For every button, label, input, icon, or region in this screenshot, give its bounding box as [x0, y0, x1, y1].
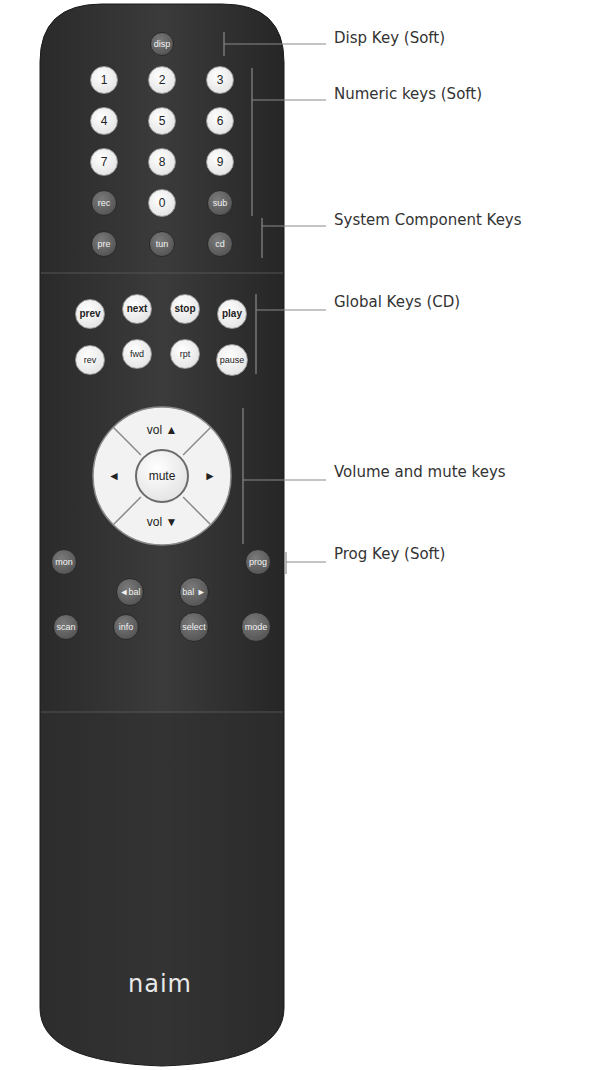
global-key: play [217, 299, 247, 329]
leader-line [224, 43, 326, 44]
key-label: mute [149, 470, 176, 482]
key-label: 7 [101, 156, 108, 168]
bracket [242, 408, 243, 544]
bracket [251, 68, 252, 216]
volume-key-label: ► [204, 469, 216, 483]
leader-tick [285, 552, 286, 574]
key-label: info [119, 623, 134, 632]
key-label: sub [213, 199, 228, 208]
key-label: 3 [217, 74, 224, 86]
global-key: next [122, 294, 152, 324]
remote-body [40, 4, 284, 1066]
balance-key: ◄bal [116, 578, 144, 606]
numeric-key: 0 [148, 189, 176, 217]
mute-key: mute [135, 449, 189, 503]
numeric-key: 7 [90, 148, 118, 176]
key-label: stop [174, 304, 195, 314]
panel-divider [41, 712, 283, 713]
key-label: prev [79, 309, 100, 319]
key-label: 5 [159, 115, 166, 127]
global-key: prev [75, 299, 105, 329]
key-label: cd [215, 240, 225, 249]
key-label: 8 [159, 156, 166, 168]
key-label: 2 [159, 74, 166, 86]
volume-pad: vol ▲ ◄ ► vol ▼ mute [92, 406, 232, 546]
global-key: rev [75, 345, 105, 375]
numeric-key: 4 [90, 107, 118, 135]
key-label: prog [249, 558, 267, 567]
lower-panel-shade [41, 713, 283, 1065]
key-label: mon [55, 558, 73, 567]
function-key: mon [51, 549, 77, 575]
prog-key: prog [245, 549, 271, 575]
numeric-key: 9 [206, 148, 234, 176]
key-label: scan [56, 623, 75, 632]
key-label: pause [220, 356, 245, 365]
key-label: 1 [101, 74, 108, 86]
key-label: select [182, 623, 206, 632]
global-key: stop [170, 294, 200, 324]
key-label: bal ► [182, 588, 205, 597]
callout-label: Global Keys (CD) [334, 293, 460, 311]
key-label: 6 [217, 115, 224, 127]
callout-label: Disp Key (Soft) [334, 29, 445, 47]
panel-divider [41, 273, 283, 274]
function-key: select [179, 612, 209, 642]
key-label: pre [97, 240, 110, 249]
numeric-key: 6 [206, 107, 234, 135]
key-label: fwd [130, 350, 144, 359]
leader-line [252, 99, 326, 100]
key-label: rpt [180, 350, 191, 359]
bracket [255, 294, 256, 374]
bracket [261, 218, 262, 258]
key-label: tun [156, 240, 169, 249]
disp-key: disp [150, 32, 174, 56]
numeric-key: 5 [148, 107, 176, 135]
system-key: sub [207, 190, 233, 216]
callout-label: Volume and mute keys [334, 463, 506, 481]
system-key: tun [149, 231, 175, 257]
global-key: fwd [122, 339, 152, 369]
remote-body: naim disp 1 2 3 4 5 6 7 8 9 rec 0 sub pre tun cd prev next… [40, 4, 284, 1066]
system-key: cd [207, 231, 233, 257]
leader-line [262, 225, 326, 226]
key-label: next [127, 304, 148, 314]
numeric-key: 1 [90, 66, 118, 94]
key-label: play [222, 309, 242, 319]
key-label: rev [84, 356, 97, 365]
key-label: rec [98, 199, 111, 208]
callout-label: Numeric keys (Soft) [334, 85, 482, 103]
leader-line [243, 479, 326, 480]
global-key: pause [216, 344, 248, 376]
volume-key-label: vol ▼ [147, 515, 178, 529]
system-key: rec [91, 190, 117, 216]
key-label: mode [245, 623, 268, 632]
key-label: 0 [159, 197, 166, 209]
key-label: 4 [101, 115, 108, 127]
balance-key: bal ► [179, 577, 209, 607]
volume-key-label: vol ▲ [147, 423, 178, 437]
brand-logo: naim [128, 970, 192, 998]
key-label: disp [154, 40, 171, 49]
global-key: rpt [170, 339, 200, 369]
numeric-key: 2 [148, 66, 176, 94]
leader-line [286, 561, 326, 562]
key-label: 9 [217, 156, 224, 168]
key-label: ◄bal [120, 588, 141, 597]
numeric-key: 3 [206, 66, 234, 94]
function-key: scan [53, 614, 79, 640]
callout-label: System Component Keys [334, 211, 522, 229]
callout-label: Prog Key (Soft) [334, 545, 445, 563]
volume-key-label: ◄ [108, 469, 120, 483]
leader-line [256, 309, 326, 310]
function-key: mode [241, 612, 271, 642]
system-key: pre [91, 231, 117, 257]
numeric-key: 8 [148, 148, 176, 176]
function-key: info [113, 614, 139, 640]
